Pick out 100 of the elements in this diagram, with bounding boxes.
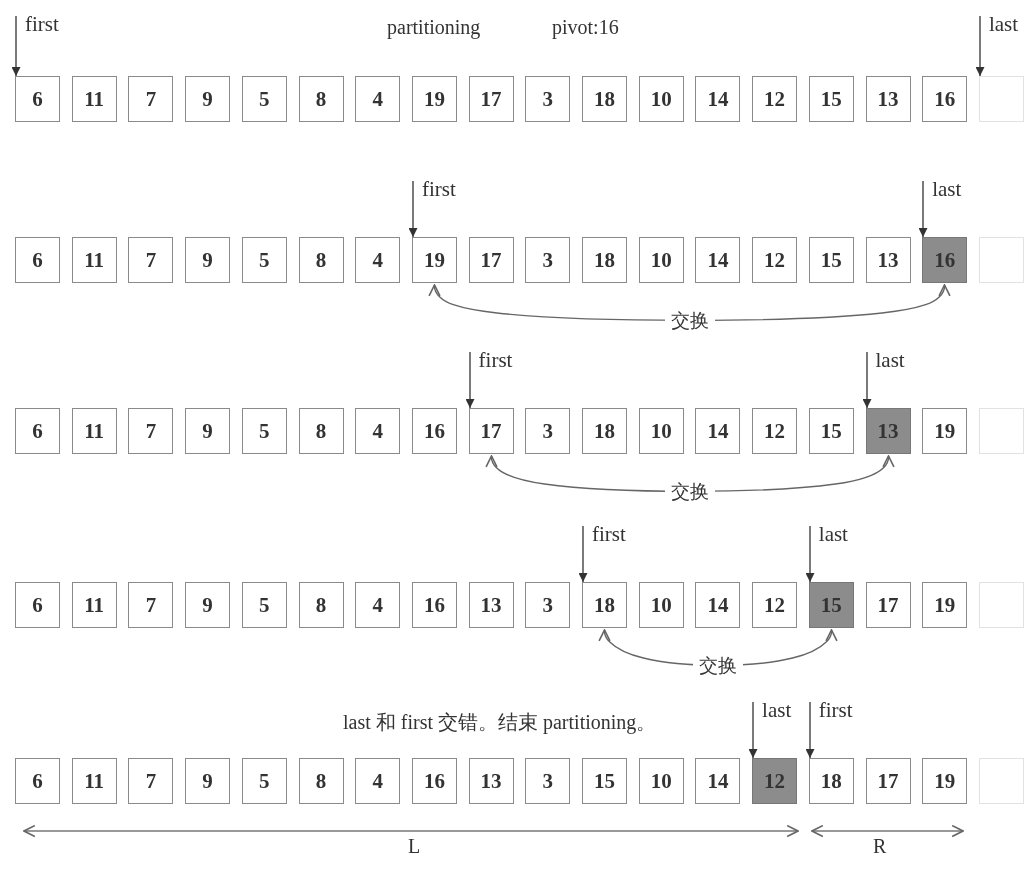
pointer-label: first: [582, 522, 626, 546]
array-cell: 9: [185, 758, 231, 804]
array-cell: 8: [298, 758, 344, 804]
array-cell: 13: [468, 758, 514, 804]
array-cell: 11: [71, 237, 117, 283]
array-cell: 14: [695, 582, 741, 628]
empty-array-cell: [978, 76, 1024, 122]
array-cell: 12: [752, 237, 798, 283]
array-cell: 12: [752, 76, 798, 122]
array-cell: 10: [638, 582, 684, 628]
pointer-label: first: [411, 177, 456, 201]
array-cell: 3: [525, 582, 571, 628]
array-cell: 3: [525, 237, 571, 283]
array-cell: 9: [185, 237, 231, 283]
pointer-label: last: [978, 12, 1019, 36]
array-cell: 17: [865, 758, 911, 804]
pointer-label: first: [15, 12, 59, 36]
dimension-label: R: [873, 834, 887, 858]
array-cell: 17: [865, 582, 911, 628]
array-cell: 16: [411, 758, 457, 804]
pointer-arrow: [805, 525, 815, 583]
empty-array-cell: [978, 408, 1024, 454]
array-cell: 4: [355, 758, 401, 804]
pointer-label: first: [808, 698, 853, 722]
pointer-arrow: [918, 180, 928, 238]
array-cell: 11: [71, 408, 117, 454]
array-cell: 15: [582, 758, 627, 804]
array-cell: 9: [185, 582, 231, 628]
pointer-arrow: [975, 15, 985, 77]
array-cell: 4: [355, 76, 401, 122]
array-cell: 9: [185, 76, 231, 122]
array-cell: 10: [638, 76, 684, 122]
empty-array-cell: [978, 582, 1024, 628]
array-cell: 14: [695, 758, 741, 804]
empty-array-cell: [978, 237, 1024, 283]
array-cell: 13: [865, 76, 911, 122]
array-cell: 6: [15, 237, 60, 283]
pointer-arrow: [11, 15, 21, 77]
array-cell: 19: [411, 237, 457, 283]
array-cell: 14: [695, 237, 741, 283]
pointer-arrow: [465, 351, 475, 409]
array-cell: 18: [582, 408, 627, 454]
array-cell: 15: [808, 76, 854, 122]
array-cell: 11: [71, 758, 117, 804]
pointer-label: last: [922, 177, 962, 201]
array-cell: 7: [128, 237, 174, 283]
array-cell: 18: [582, 76, 627, 122]
array-cell: 17: [468, 76, 514, 122]
pointer-arrow: [408, 180, 418, 238]
array-cell: 4: [355, 237, 401, 283]
array-cell: 3: [525, 758, 571, 804]
array-cell: 19: [922, 408, 968, 454]
array-cell: 19: [922, 582, 968, 628]
array-cell: 18: [582, 582, 627, 628]
array-cell: 12: [752, 582, 798, 628]
array-cell: 8: [298, 408, 344, 454]
pointer-label: last: [752, 698, 792, 722]
highlighted-array-cell: 12: [752, 758, 798, 804]
pointer-label: first: [468, 348, 513, 372]
array-cell: 17: [468, 237, 514, 283]
array-cell: 11: [71, 76, 117, 122]
highlighted-array-cell: 16: [922, 237, 968, 283]
array-cell: 5: [241, 758, 287, 804]
array-cell: 19: [411, 76, 457, 122]
array-cell: 12: [752, 408, 798, 454]
array-cell: 14: [695, 408, 741, 454]
array-cell: 5: [241, 582, 287, 628]
array-cell: 3: [525, 76, 571, 122]
array-cell: 6: [15, 408, 60, 454]
heading-label: partitioning: [387, 15, 481, 39]
pointer-label: last: [865, 348, 905, 372]
swap-arrow: [485, 455, 895, 493]
array-cell: 3: [525, 408, 571, 454]
array-cell: 6: [15, 76, 60, 122]
array-cell: 8: [298, 582, 344, 628]
pointer-arrow: [748, 701, 758, 759]
array-cell: 7: [128, 408, 174, 454]
array-cell: 14: [695, 76, 741, 122]
array-cell: 10: [638, 408, 684, 454]
swap-arrow: [428, 284, 951, 322]
array-cell: 5: [241, 76, 287, 122]
pointer-label: last: [808, 522, 848, 546]
array-cell: 8: [298, 237, 344, 283]
pointer-arrow: [862, 351, 872, 409]
array-cell: 7: [128, 758, 174, 804]
empty-array-cell: [978, 758, 1024, 804]
highlighted-array-cell: 13: [865, 408, 911, 454]
array-cell: 18: [582, 237, 627, 283]
array-cell: 6: [15, 758, 60, 804]
array-cell: 9: [185, 408, 231, 454]
array-cell: 4: [355, 408, 401, 454]
array-cell: 7: [128, 76, 174, 122]
array-cell: 7: [128, 582, 174, 628]
array-cell: 19: [922, 758, 968, 804]
highlighted-array-cell: 15: [808, 582, 854, 628]
array-cell: 13: [865, 237, 911, 283]
array-cell: 11: [71, 582, 117, 628]
pointer-arrow: [805, 701, 815, 759]
note-text: last 和 first 交错。结束 partitioning。: [343, 710, 657, 734]
array-cell: 10: [638, 237, 684, 283]
